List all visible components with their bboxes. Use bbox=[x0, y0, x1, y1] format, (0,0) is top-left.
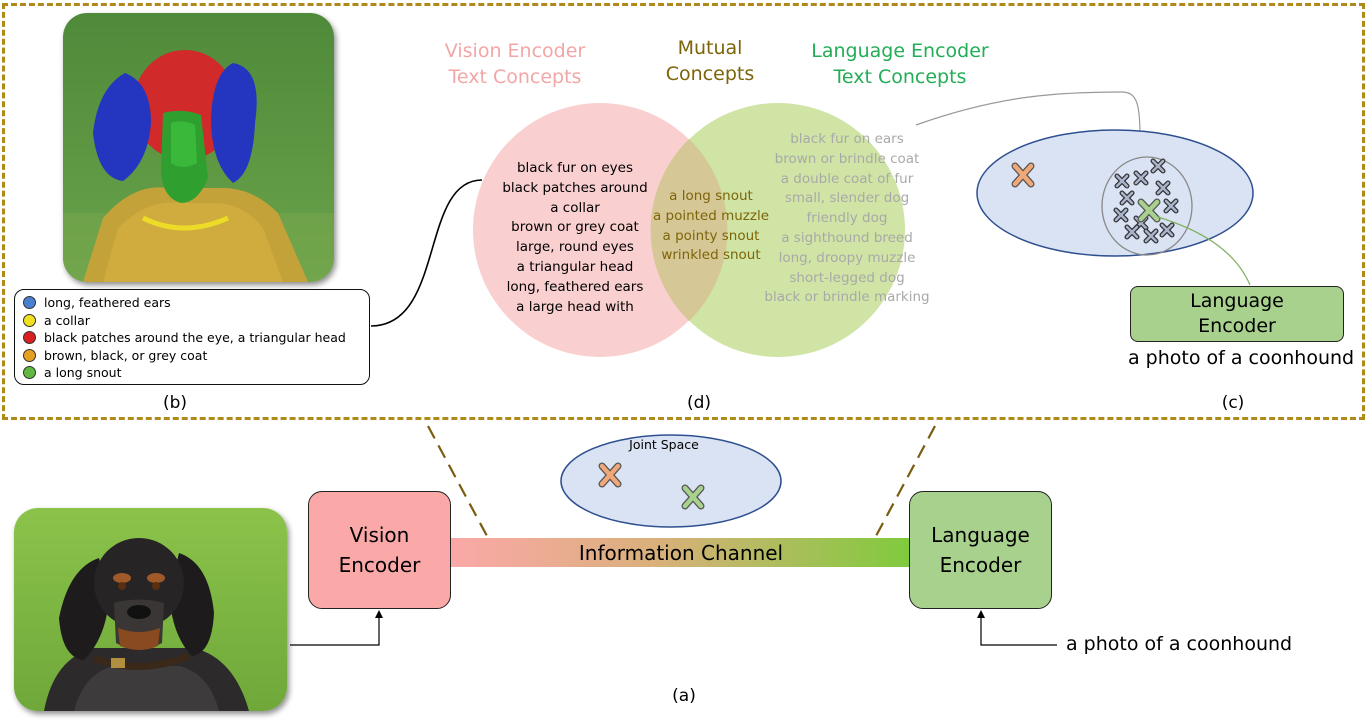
zoom-detail-frame bbox=[2, 3, 1365, 420]
concept-item: black fur on ears bbox=[790, 131, 904, 147]
concept-item: a sighthound breed bbox=[781, 229, 913, 246]
encoder-label-line: Language bbox=[1190, 290, 1284, 312]
orange-image-marker bbox=[1011, 162, 1035, 188]
concept-item: friendly dog bbox=[806, 210, 888, 227]
legend-item: a collar bbox=[23, 312, 369, 330]
concept-item: a pointy snout bbox=[662, 227, 760, 244]
concept-item: a large head with bbox=[516, 298, 634, 315]
joint-text-marker bbox=[681, 484, 705, 510]
legend-swatch bbox=[23, 366, 36, 380]
concept-to-cluster-connector bbox=[915, 91, 1141, 151]
encoder-label-line: Language bbox=[931, 523, 1030, 547]
concept-item: a long snout bbox=[669, 188, 753, 204]
concept-item: brown or brindle coat bbox=[774, 150, 920, 167]
panel-c-language-encoder: Language Encoder bbox=[1130, 286, 1344, 342]
information-channel-label: Information Channel bbox=[578, 541, 784, 565]
mutual-title-line: Concepts bbox=[665, 63, 755, 85]
concept-marker bbox=[1114, 173, 1130, 189]
mutual-concepts-title: Mutual Concepts bbox=[640, 35, 780, 87]
legend-label: a long snout bbox=[44, 365, 122, 381]
encoder-to-marker-connector bbox=[1157, 216, 1251, 286]
joint-image-marker bbox=[598, 462, 622, 488]
panel-d-caption: (d) bbox=[686, 393, 712, 413]
panel-c-caption: (c) bbox=[1221, 393, 1245, 413]
joint-space-label: Joint Space bbox=[629, 437, 699, 452]
concept-item: a pointed muzzle bbox=[652, 207, 770, 224]
legend-swatch bbox=[23, 296, 36, 310]
attention-heatmap-image bbox=[63, 13, 334, 282]
concept-item: a double coat of fur bbox=[780, 170, 914, 187]
concept-item: black patches around bbox=[502, 179, 648, 196]
concept-item: wrinkled snout bbox=[661, 247, 761, 264]
vision-concepts-list: black fur on eyes black patches around a… bbox=[490, 159, 660, 317]
vision-concepts-title: Vision Encoder Text Concepts bbox=[420, 38, 610, 90]
concept-item: a triangular head bbox=[516, 258, 634, 275]
mutual-title-line: Mutual bbox=[677, 37, 743, 59]
encoder-label-line: Vision bbox=[349, 523, 410, 547]
concept-marker bbox=[1113, 207, 1129, 223]
panel-c-prompt: a photo of a coonhound bbox=[1128, 347, 1355, 369]
legend-item: a long snout bbox=[23, 364, 369, 382]
language-concepts-list: black fur on ears brown or brindle coat … bbox=[752, 130, 942, 308]
legend-swatch bbox=[23, 331, 36, 345]
language-concepts-circle bbox=[651, 103, 905, 357]
joint-space-ellipse bbox=[560, 434, 782, 528]
concept-markers bbox=[1113, 158, 1179, 244]
vision-title-line: Vision Encoder bbox=[444, 40, 586, 62]
concept-marker bbox=[1163, 198, 1179, 214]
information-channel-bar bbox=[449, 538, 913, 567]
concept-item: short-legged dog bbox=[789, 269, 905, 286]
legend-label: a collar bbox=[44, 312, 90, 328]
concept-marker bbox=[1133, 170, 1149, 186]
legend-item: long, feathered ears bbox=[23, 294, 369, 312]
legend-item: black patches around the eye, a triangul… bbox=[23, 329, 369, 347]
concept-marker bbox=[1143, 228, 1159, 244]
encoder-label-line: Encoder bbox=[338, 553, 421, 577]
concept-item: small, slender dog bbox=[784, 190, 910, 207]
image-to-vision-arrow bbox=[290, 616, 380, 646]
encoder-label-line: Encoder bbox=[939, 553, 1022, 577]
panel-b-caption: (b) bbox=[162, 393, 188, 413]
concept-marker bbox=[1155, 180, 1171, 196]
mutual-concepts-list: a long snout a pointed muzzle a pointy s… bbox=[640, 187, 782, 266]
embedding-space-ellipse bbox=[976, 129, 1254, 257]
legend-swatch bbox=[23, 313, 36, 327]
concept-marker bbox=[1119, 190, 1135, 206]
vision-concepts-circle bbox=[473, 103, 727, 357]
panel-a-prompt: a photo of a coonhound bbox=[1066, 633, 1293, 655]
concept-item: black fur on eyes bbox=[516, 160, 633, 176]
vision-title-line: Text Concepts bbox=[448, 66, 582, 88]
legend-label: brown, black, or grey coat bbox=[44, 347, 208, 363]
mutual-concepts-region bbox=[650, 139, 728, 321]
panel-a-caption: (a) bbox=[672, 686, 696, 706]
concept-legend: long, feathered ears a collar black patc… bbox=[14, 289, 370, 385]
legend-item: brown, black, or grey coat bbox=[23, 347, 369, 365]
language-title-line: Language Encoder bbox=[811, 40, 989, 62]
concept-item: a collar bbox=[550, 199, 600, 216]
concept-item: large, round eyes bbox=[516, 239, 634, 256]
vision-encoder-box: Vision Encoder bbox=[308, 491, 451, 609]
language-encoder-box: Language Encoder bbox=[909, 491, 1052, 609]
legend-swatch bbox=[23, 348, 36, 362]
concept-item: long, droopy muzzle bbox=[778, 249, 916, 266]
concept-marker bbox=[1150, 158, 1166, 174]
concept-item: brown or grey coat bbox=[511, 219, 639, 236]
legend-label: long, feathered ears bbox=[44, 295, 171, 311]
concept-item: long, feathered ears bbox=[506, 278, 644, 295]
concept-item: black or brindle marking bbox=[764, 289, 930, 306]
coonhound-photo bbox=[14, 508, 287, 711]
language-concepts-title: Language Encoder Text Concepts bbox=[790, 38, 1010, 90]
encoder-label-line: Encoder bbox=[1198, 315, 1276, 337]
legend-to-venn-connector bbox=[370, 179, 483, 327]
green-text-marker bbox=[1137, 198, 1161, 223]
language-title-line: Text Concepts bbox=[833, 66, 967, 88]
concept-marker bbox=[1159, 222, 1175, 238]
text-to-language-arrow bbox=[980, 616, 1057, 646]
concept-marker bbox=[1124, 224, 1140, 240]
legend-label: black patches around the eye, a triangul… bbox=[44, 330, 346, 346]
concept-cluster-circle bbox=[1101, 156, 1193, 256]
